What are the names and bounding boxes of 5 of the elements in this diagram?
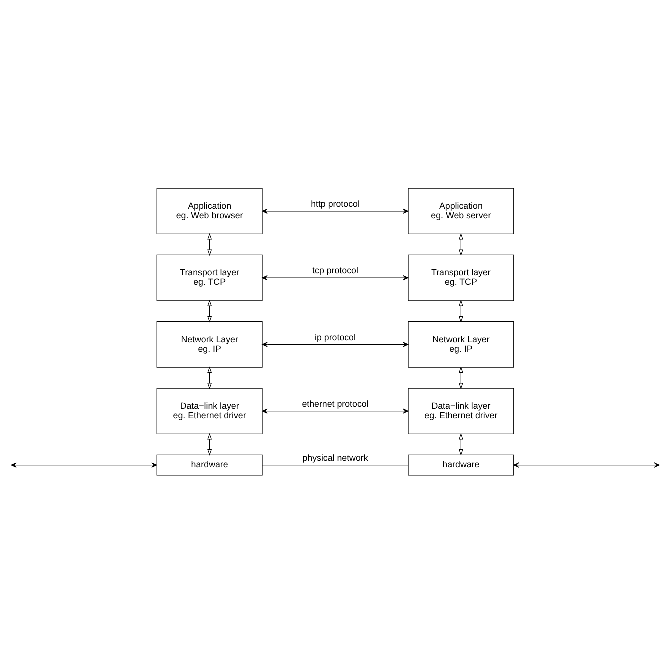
edge-label: ethernet protocol <box>302 399 369 410</box>
edge-label: ip protocol <box>315 332 356 342</box>
edge-label: http protocol <box>311 199 360 210</box>
edge-label: tcp protocol <box>312 266 358 276</box>
edge-label: physical network <box>302 452 368 463</box>
